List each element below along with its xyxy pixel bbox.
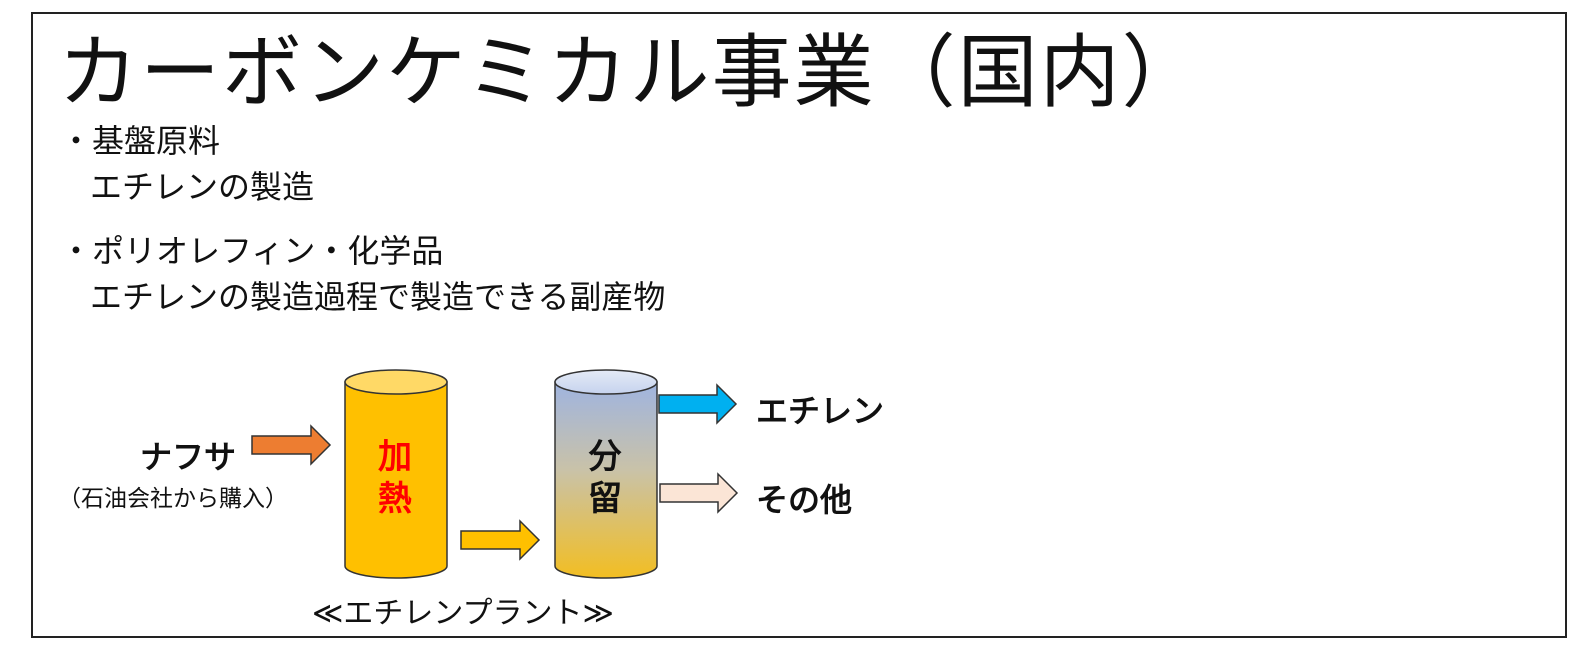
bullet-detail: エチレンの製造過程で製造できる副産物 <box>90 278 666 316</box>
transfer-arrow <box>460 519 541 561</box>
bullet-base-materials: ・基盤原料 エチレンの製造 <box>60 118 314 210</box>
bullet-label: ・ポリオレフィン・化学品 <box>60 232 444 270</box>
bullet-detail: エチレンの製造 <box>90 168 315 206</box>
fractionation-label-char: 留 <box>588 479 622 519</box>
other-products-arrow <box>659 472 739 514</box>
heating-label-char: 加 <box>378 437 412 477</box>
fractionation-label: 分 留 <box>588 436 622 520</box>
heating-label: 加 熱 <box>378 436 412 520</box>
input-arrow <box>251 424 332 466</box>
heating-label-char: 熱 <box>378 479 412 519</box>
slide-title: カーボンケミカル事業（国内） <box>58 26 1204 119</box>
bullet-label: ・基盤原料 <box>60 122 221 160</box>
other-output-label: その他 <box>756 481 853 519</box>
naphtha-label: ナフサ <box>140 438 237 476</box>
heating-tank <box>344 369 448 579</box>
fractionation-label-char: 分 <box>588 437 622 477</box>
plant-caption: ≪エチレンプラント≫ <box>312 596 614 631</box>
ethylene-output-label: エチレン <box>756 392 885 430</box>
ethylene-arrow <box>658 383 738 425</box>
fractionation-tank <box>554 369 658 579</box>
slide-frame <box>31 12 1567 638</box>
naphtha-source-note: （石油会社から購入） <box>58 486 288 512</box>
bullet-polyolefin-chemicals: ・ポリオレフィン・化学品 エチレンの製造過程で製造できる副産物 <box>60 228 665 320</box>
